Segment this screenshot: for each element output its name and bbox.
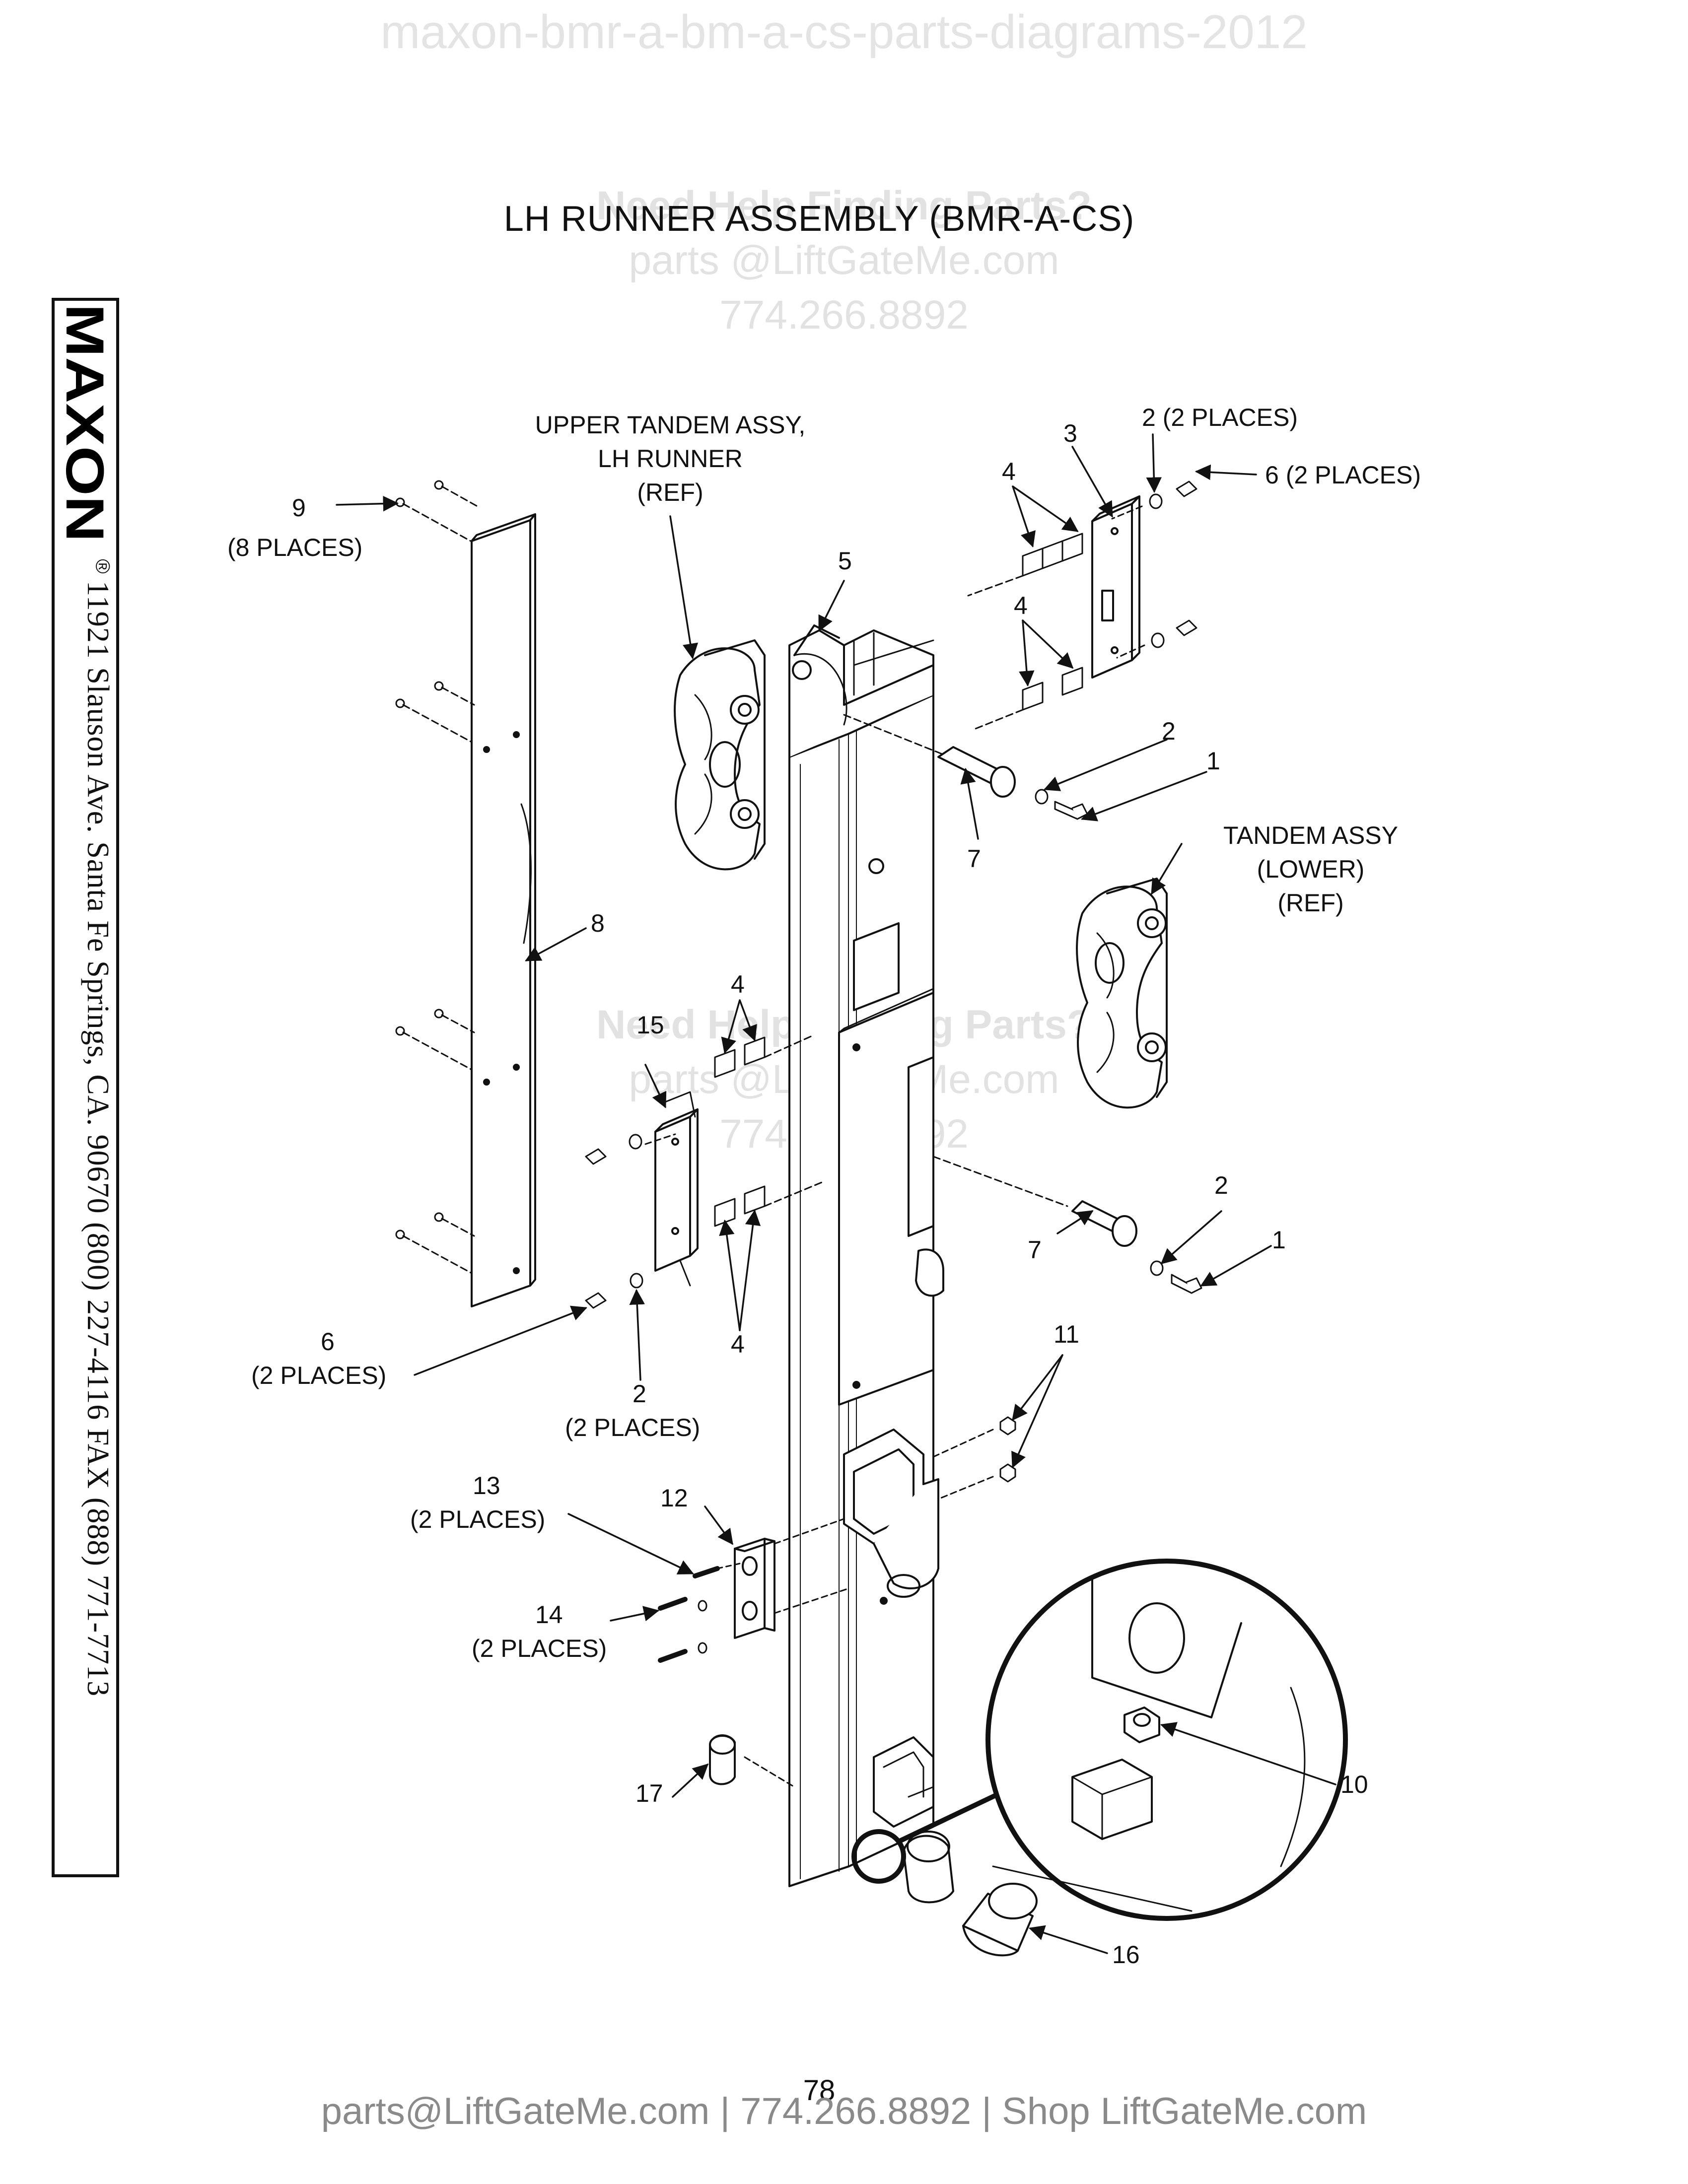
callout-11: 11 <box>1054 1320 1079 1348</box>
callout-2-bottom-places: (2 PLACES) <box>565 1414 701 1441</box>
callout-4-a: 4 <box>1002 458 1016 485</box>
bushing-part-17 <box>709 1734 795 1788</box>
callout-17: 17 <box>635 1779 663 1807</box>
leader-lines <box>336 433 1336 1954</box>
watermark-email: parts @LiftGateMe.com <box>629 238 1059 283</box>
footer-contact[interactable]: parts@LiftGateMe.com | 774.266.8892 | Sh… <box>321 2090 1367 2132</box>
label-lower-tandem-1: TANDEM ASSY <box>1223 821 1398 849</box>
logo-text: MAXON <box>60 304 111 542</box>
callout-13-places: (2 PLACES) <box>410 1505 546 1533</box>
runner-column-part-5 <box>788 624 944 1887</box>
label-lower-tandem-3: (REF) <box>1277 889 1344 917</box>
callout-10: 10 <box>1340 1771 1368 1798</box>
pad-part-12 <box>734 1518 850 1639</box>
callout-14: 14 <box>535 1601 563 1629</box>
callout-4-d: 4 <box>731 1330 745 1358</box>
bushing-part-16 <box>903 1831 1038 1957</box>
callout-5: 5 <box>838 547 852 575</box>
callout-9: 9 <box>292 494 306 522</box>
callout-16: 16 <box>1112 1941 1140 1969</box>
callout-13: 13 <box>473 1472 500 1500</box>
label-upper-tandem-1: UPPER TANDEM ASSY, <box>535 411 806 439</box>
lower-tandem-assembly <box>1076 878 1168 1109</box>
callout-3: 3 <box>1063 419 1077 447</box>
page-title: LH RUNNER ASSEMBLY (BMR-A-CS) <box>503 199 1135 239</box>
label-lower-tandem-2: (LOWER) <box>1257 855 1365 883</box>
callout-2-bottom: 2 <box>633 1380 646 1408</box>
wear-block-part-15 <box>654 1091 699 1287</box>
callout-7-low: 7 <box>1028 1236 1042 1264</box>
maxon-logo: MAXON <box>60 304 111 542</box>
washers-part-2 <box>629 493 1165 1289</box>
upper-tandem-assembly <box>674 639 766 871</box>
detail-view-grease-fitting <box>851 1559 1348 1921</box>
callout-6-top: 6 (2 PLACES) <box>1265 461 1421 489</box>
callout-6-low-places: (2 PLACES) <box>251 1362 387 1389</box>
callout-1-low: 1 <box>1272 1226 1286 1254</box>
callout-1-mid: 1 <box>1206 747 1220 775</box>
callout-2-top: 2 (2 PLACES) <box>1142 404 1298 431</box>
wear-block-part-3 <box>1091 495 1140 679</box>
label-upper-tandem-3: (REF) <box>637 478 703 506</box>
watermark-top: maxon-bmr-a-bm-a-cs-parts-diagrams-2012 <box>380 5 1308 59</box>
cover-plate-part-8 <box>471 513 536 1307</box>
screws-part-9 <box>395 480 480 1274</box>
callout-14-places: (2 PLACES) <box>472 1635 607 1662</box>
callout-4-b: 4 <box>1014 592 1028 619</box>
callout-2-low: 2 <box>1214 1171 1228 1199</box>
watermark-phone: 774.266.8892 <box>719 292 969 338</box>
callout-9-places: (8 PLACES) <box>227 534 363 561</box>
callout-4-c: 4 <box>731 970 745 998</box>
nuts-part-11 <box>932 1416 1016 1500</box>
page-number: 78 <box>803 2074 836 2107</box>
watermark-upper: Need Help Finding Parts? parts @LiftGate… <box>0 179 1688 342</box>
callout-6-low: 6 <box>321 1328 335 1356</box>
watermark-help: Need Help Finding Parts? <box>596 183 1092 228</box>
callout-8: 8 <box>591 909 605 937</box>
callout-15: 15 <box>636 1011 664 1039</box>
brand-strip <box>52 298 119 1877</box>
label-upper-tandem-2: LH RUNNER <box>598 445 743 473</box>
pin-part-7-lower <box>932 1156 1137 1247</box>
shims-part-4 <box>714 533 1083 1227</box>
callout-2-mid: 2 <box>1162 717 1176 745</box>
bolts-part-13-14 <box>658 1563 741 1663</box>
callout-7-mid: 7 <box>967 845 981 873</box>
callout-12: 12 <box>660 1484 688 1512</box>
